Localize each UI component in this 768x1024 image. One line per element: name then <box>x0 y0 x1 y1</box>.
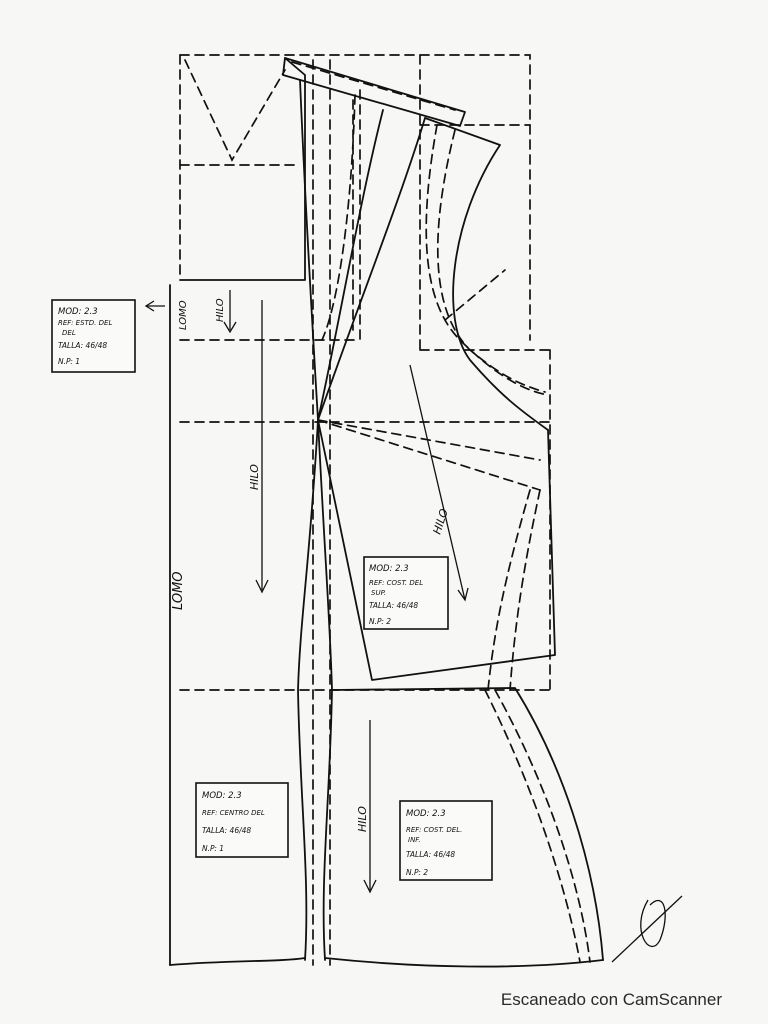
piece-label-2-np: N.P: 2 <box>369 617 391 626</box>
lomo-label-large: LOMO <box>171 571 186 610</box>
piece-label-3: MOD: 2.3 REF: CENTRO DEL TALLA: 46/48 N.… <box>195 782 289 858</box>
piece-label-3-np: N.P: 1 <box>202 844 224 853</box>
piece-label-4-talla: TALLA: 46/48 <box>406 850 455 859</box>
piece-label-2-ref2: SUP. <box>371 589 386 597</box>
piece-label-4: MOD: 2.3 REF: COST. DEL. INF. TALLA: 46/… <box>399 800 493 881</box>
piece-label-1-np: N.P: 1 <box>58 357 80 366</box>
hilo-label-side: HILO <box>430 507 450 536</box>
piece-label-2: MOD: 2.3 REF: COST. DEL SUP. TALLA: 46/4… <box>363 556 449 630</box>
piece-label-2-mod: MOD: 2.3 <box>369 564 409 574</box>
piece-label-1-ref: REF: ESTD. DEL <box>58 319 112 327</box>
piece-label-1: MOD: 2.3 REF: ESTD. DEL DEL TALLA: 46/48… <box>51 299 136 373</box>
piece-label-1-ref2: DEL <box>62 329 76 337</box>
piece-label-4-np: N.P: 2 <box>406 868 428 877</box>
collar-piece <box>179 57 466 281</box>
lomo-label-small: LOMO <box>178 300 189 330</box>
piece-label-2-talla: TALLA: 46/48 <box>369 601 418 610</box>
piece-label-3-talla: TALLA: 46/48 <box>202 826 251 835</box>
piece-label-3-mod: MOD: 2.3 <box>202 791 242 801</box>
piece-label-4-mod: MOD: 2.3 <box>406 809 446 819</box>
piece-label-4-ref: REF: COST. DEL. <box>406 826 462 834</box>
piece-label-1-mod: MOD: 2.3 <box>58 307 98 317</box>
side-front-upper <box>317 117 556 691</box>
piece-label-3-ref: REF: CENTRO DEL <box>202 809 265 817</box>
lower-pieces <box>169 290 604 968</box>
center-front-upper <box>169 79 384 966</box>
pattern-frame <box>179 54 551 966</box>
hilo-label-center: HILO <box>248 464 261 490</box>
hilo-label-top: HILO <box>215 298 226 322</box>
piece-label-2-ref: REF: COST. DEL <box>369 579 423 587</box>
piece-label-1-talla: TALLA: 46/48 <box>58 341 107 350</box>
camscanner-watermark: Escaneado con CamScanner <box>500 990 722 1009</box>
piece-label-4-ref2: INF. <box>408 836 421 844</box>
signature <box>611 895 683 963</box>
hilo-label-lower: HILO <box>356 806 369 832</box>
